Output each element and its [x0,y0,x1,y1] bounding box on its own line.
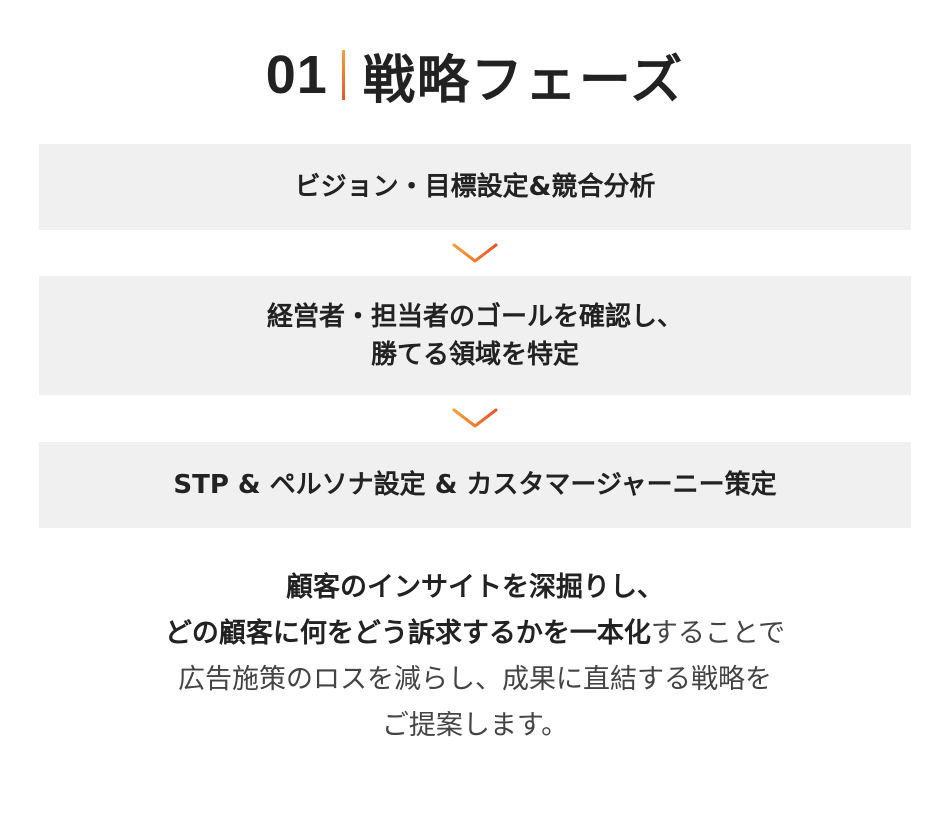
phase-title: 戦略フェーズ [362,50,685,111]
step-box-vision: ビジョン・目標設定&競合分析 [39,144,911,230]
step-box-stp: STP & ペルソナ設定 & カスタマージャーニー策定 [39,442,911,528]
description-line: 顧客のインサイトを深掘りし、 [0,565,950,611]
phase-number: 01 [265,45,328,105]
chevron-down-icon [452,408,498,428]
chevron-down-icon [452,243,498,263]
phase-description: 顧客のインサイトを深掘りし、 どの顧客に何をどう訴求するかを一本化することで 広… [0,565,950,749]
phase-header: 01 戦略フェーズ [0,40,950,111]
description-bold: 顧客のインサイトを深掘りし、 [286,572,664,603]
description-bold: どの顧客に何をどう訴求するかを一本化 [164,618,651,649]
step-text: STP & ペルソナ設定 & カスタマージャーニー策定 [173,470,777,500]
description-line: どの顧客に何をどう訴求するかを一本化することで [0,611,950,657]
description-line: ご提案します。 [381,710,569,741]
step-text: 勝てる領域を特定 [370,339,579,370]
description-line: 広告施策のロスを減らし、成果に直結する戦略を [178,664,772,695]
step-text: ビジョン・目標設定&競合分析 [294,172,656,202]
step-box-goal: 経営者・担当者のゴールを確認し、 勝てる領域を特定 [39,276,911,395]
step-text: 経営者・担当者のゴールを確認し、 [266,301,683,332]
description-normal: することで [650,618,786,649]
accent-divider [341,50,345,100]
